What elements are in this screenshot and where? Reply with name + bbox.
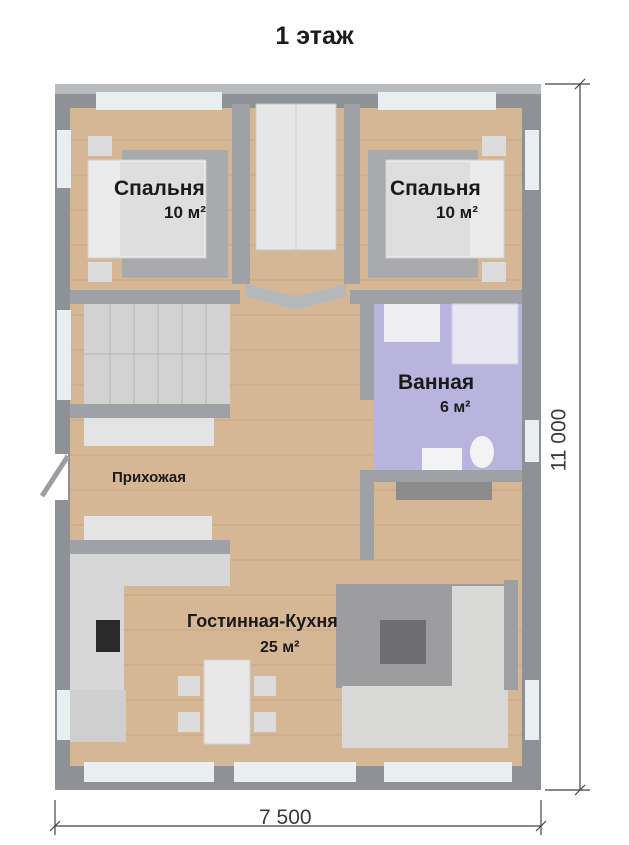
room-area-bathroom: 6 м² bbox=[440, 399, 471, 416]
shoe-shelf bbox=[84, 516, 212, 540]
room-label-bedroom-2: Спальня bbox=[390, 177, 481, 200]
room-label-living-kitchen: Гостинная-Кухня bbox=[187, 611, 338, 631]
bed-blanket bbox=[386, 162, 470, 256]
window bbox=[525, 680, 539, 740]
toilet bbox=[470, 436, 494, 468]
window bbox=[525, 130, 539, 190]
sofa bbox=[452, 586, 508, 696]
tv-stand bbox=[504, 580, 518, 690]
room-label-bathroom: Ванная bbox=[398, 371, 475, 394]
room-label-hallway: Прихожая bbox=[112, 469, 187, 486]
entrance-door-leaf bbox=[39, 454, 71, 498]
interior-walls bbox=[70, 104, 522, 560]
room-label-bedroom-1: Спальня bbox=[114, 177, 205, 200]
window bbox=[57, 310, 71, 400]
kitchen-tall-cabinet bbox=[70, 690, 126, 742]
coffee-table bbox=[380, 620, 426, 664]
window bbox=[57, 130, 71, 188]
nightstand bbox=[482, 136, 506, 156]
room-area-bedroom-1: 10 м² bbox=[164, 203, 206, 222]
nightstand bbox=[88, 262, 112, 282]
nightstand bbox=[88, 136, 112, 156]
chair bbox=[254, 712, 276, 732]
room-area-living-kitchen: 25 м² bbox=[260, 639, 300, 656]
bed-blanket bbox=[120, 162, 204, 256]
window bbox=[234, 762, 356, 782]
dimension-height: 11 000 bbox=[547, 408, 571, 472]
nightstand bbox=[482, 262, 506, 282]
room-area-bedroom-2: 10 м² bbox=[436, 203, 478, 222]
shoe-shelf bbox=[84, 418, 214, 446]
window bbox=[84, 762, 214, 782]
window bbox=[384, 762, 512, 782]
bedroom-doors bbox=[246, 284, 346, 310]
window bbox=[525, 420, 539, 462]
sink bbox=[384, 304, 440, 342]
bath-cabinet bbox=[396, 482, 492, 500]
floor-title: 1 этаж bbox=[275, 22, 354, 50]
stair-steps bbox=[84, 304, 230, 404]
window bbox=[96, 92, 222, 110]
window bbox=[378, 92, 496, 110]
dimension-width: 7 500 bbox=[259, 806, 312, 829]
cooktop bbox=[96, 620, 120, 652]
sink bbox=[422, 448, 462, 470]
chair bbox=[178, 712, 200, 732]
shower bbox=[451, 303, 519, 365]
window bbox=[57, 690, 71, 740]
chair bbox=[254, 676, 276, 696]
chair bbox=[178, 676, 200, 696]
outer-wall-top bbox=[55, 84, 541, 94]
sofa bbox=[342, 686, 508, 748]
dining-table bbox=[203, 659, 251, 745]
